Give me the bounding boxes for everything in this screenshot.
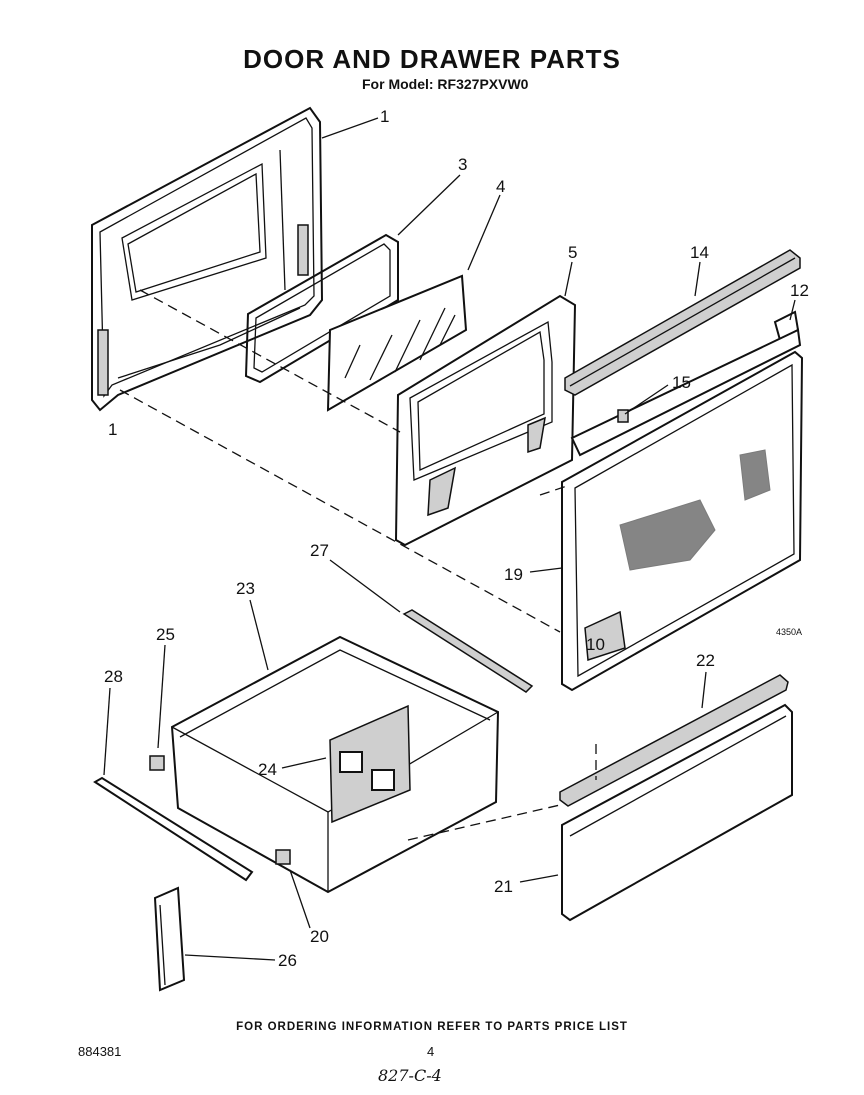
glide-clip-part <box>149 755 291 865</box>
callout-1: 1 <box>380 107 389 126</box>
drawer-rail-part <box>402 609 534 693</box>
model-subtitle: For Model: RF327PXVW0 <box>362 76 529 92</box>
callout-4: 4 <box>496 177 505 196</box>
vent-channel-part <box>570 328 802 457</box>
callout-12: 12 <box>790 281 809 300</box>
callout-19: 19 <box>504 565 523 584</box>
window-gasket-part <box>244 233 399 384</box>
callout-10: 10 <box>586 635 605 654</box>
callout-22: 22 <box>696 651 715 670</box>
callout-23: 23 <box>236 579 255 598</box>
drawer-front-part <box>561 703 793 922</box>
callout-25: 25 <box>156 625 175 644</box>
assembly-lines <box>119 289 597 841</box>
figure-code: 4350A <box>776 627 802 637</box>
callout-24: 24 <box>258 760 277 779</box>
callout-27: 27 <box>310 541 329 560</box>
callout-5: 5 <box>568 243 577 262</box>
document-number: 884381 <box>78 1044 122 1059</box>
door-panel-part <box>394 294 577 547</box>
page-number: 4 <box>427 1044 435 1059</box>
door-inner-liner-part <box>91 106 324 412</box>
ordering-note: FOR ORDERING INFORMATION REFER TO PARTS … <box>236 1021 628 1033</box>
door-top-trim-part <box>564 249 801 396</box>
callout-labels: 1 1 3 4 5 14 12 15 19 10 27 23 25 28 24 … <box>104 107 809 970</box>
callout-26: 26 <box>278 951 297 970</box>
page-title: DOOR AND DRAWER PARTS <box>243 44 621 74</box>
callout-14: 14 <box>690 243 709 262</box>
callout-15: 15 <box>672 373 691 392</box>
drawer-body-part <box>170 635 500 894</box>
callout-28: 28 <box>104 667 123 686</box>
callout-20: 20 <box>310 927 329 946</box>
drawer-handle-trim-part <box>559 674 789 807</box>
callout-leaders <box>103 117 796 961</box>
side-bracket-part <box>153 886 186 992</box>
callout-21: 21 <box>494 877 513 896</box>
glass-pane-part <box>326 274 468 412</box>
outer-door-glass-part <box>561 350 804 692</box>
drawer-glide-part <box>93 776 254 882</box>
handwritten-code: 827-C-4 <box>378 1066 442 1085</box>
callout-3: 3 <box>458 155 467 174</box>
callout-1b: 1 <box>108 420 117 439</box>
